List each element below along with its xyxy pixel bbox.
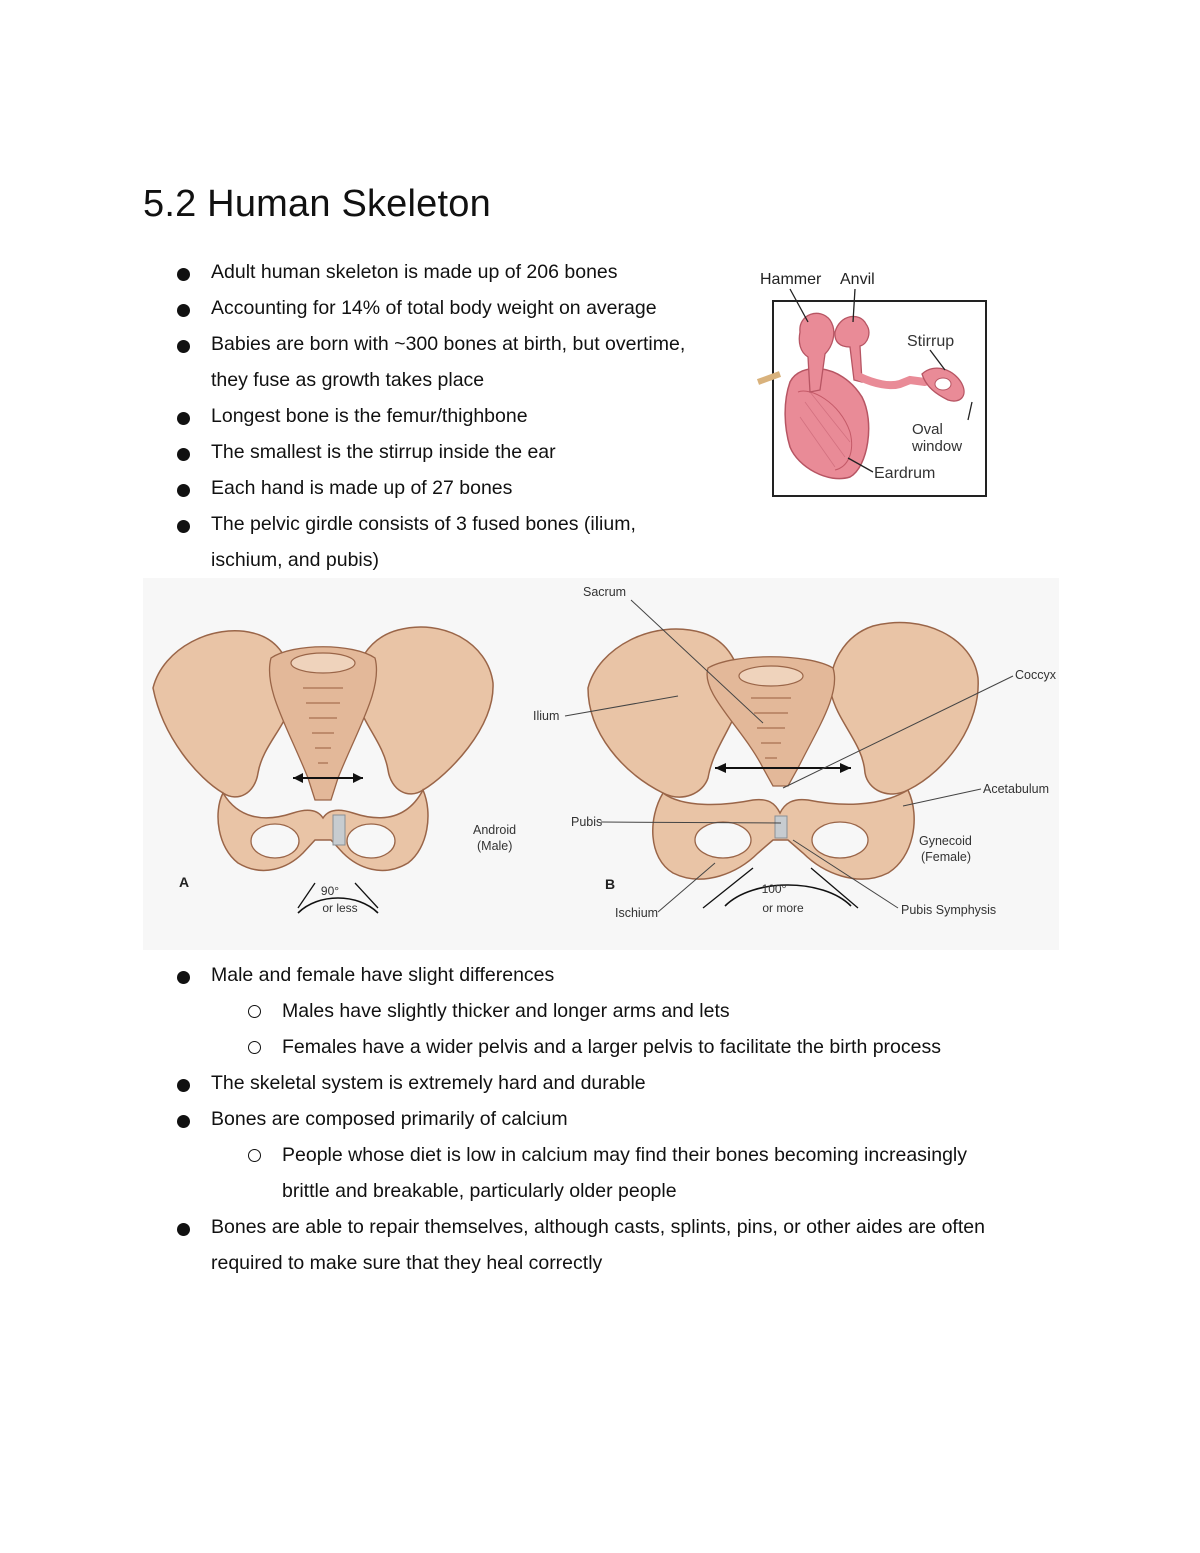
ear-ossicles-figure: Hammer Anvil Stirrup Oval window Eardrum <box>756 271 987 497</box>
bullet-icon <box>177 1115 190 1128</box>
list-item: Bones are composed primarily of calcium <box>143 1101 1063 1137</box>
hollow-bullet-icon <box>248 1041 261 1054</box>
angle-a-line1: 90° <box>321 884 339 898</box>
pubis-leader <box>600 821 782 824</box>
list-item-text: The smallest is the stirrup inside the e… <box>211 441 556 463</box>
bullet-icon <box>177 412 190 425</box>
stirrup-leader <box>929 349 946 371</box>
anvil-shape <box>834 315 870 383</box>
hollow-bullet-icon <box>248 1005 261 1018</box>
page-title: 5.2 Human Skeleton <box>143 183 491 225</box>
list-item-text: Bones are able to repair themselves, alt… <box>211 1216 985 1238</box>
bullet-icon <box>177 268 190 281</box>
list-item: Each hand is made up of 27 bones <box>143 470 703 506</box>
list-item: Accounting for 14% of total body weight … <box>143 290 703 326</box>
acetabulum-leader <box>902 788 982 807</box>
ischium-leader <box>657 862 716 913</box>
acetabulum-label: Acetabulum <box>983 782 1049 796</box>
bullet-list-facts: Adult human skeleton is made up of 206 b… <box>143 254 703 578</box>
pelvis-a-android <box>152 626 494 914</box>
pubis-label: Pubis <box>571 815 602 829</box>
gynecoid-label-1: Gynecoid <box>919 834 972 848</box>
bullet-icon <box>177 1223 190 1236</box>
coccyx-label: Coccyx <box>1015 668 1057 682</box>
bullet-icon <box>177 448 190 461</box>
oval-window-label-2: window <box>911 438 962 455</box>
list-item: Longest bone is the femur/thighbone <box>143 398 703 434</box>
bullet-icon <box>177 520 190 533</box>
eardrum-shape <box>784 367 870 480</box>
ilium-leader <box>564 695 679 717</box>
label-b: B <box>605 876 615 892</box>
list-item-text: Male and female have slight differences <box>211 964 555 986</box>
angle-a-line2: or less <box>322 901 357 915</box>
list-item: Male and female have slight differences <box>143 957 1063 993</box>
pelvis-b-gynecoid <box>587 621 979 909</box>
stirrup-arm <box>856 373 929 390</box>
list-item-text: The pelvic girdle consists of 3 fused bo… <box>211 513 636 571</box>
hammer-shape <box>798 312 835 393</box>
anvil-leader <box>852 288 856 323</box>
pelvis-comparison-figure: A 90° or less Android (Male) <box>143 578 1059 950</box>
label-a: A <box>179 874 189 890</box>
bullet-icon <box>177 971 190 984</box>
stirrup-hole <box>934 377 952 391</box>
list-item: The skeletal system is extremely hard an… <box>143 1065 1063 1101</box>
ischium-label: Ischium <box>615 906 658 920</box>
eardrum-label: Eardrum <box>874 465 935 482</box>
android-label-1: Android <box>473 823 516 837</box>
oval-window-label-1: Oval <box>912 421 943 438</box>
sub-list-item: Males have slightly thicker and longer a… <box>143 993 1063 1029</box>
bullet-list-differences: Male and female have slight differences … <box>143 957 1063 1281</box>
bullet-icon <box>177 304 190 317</box>
hammer-label: Hammer <box>760 271 822 288</box>
pubis-symphysis-leader <box>792 839 899 909</box>
sacrum-leader <box>630 599 764 724</box>
list-item-text: Babies are born with ~300 bones at birth… <box>211 333 686 391</box>
pubis-symphysis-label: Pubis Symphysis <box>901 903 996 917</box>
list-item-text: Longest bone is the femur/thighbone <box>211 405 528 427</box>
hammer-leader <box>789 288 809 323</box>
list-item-text: Adult human skeleton is made up of 206 b… <box>211 261 618 283</box>
ear-canal-stub <box>756 371 782 385</box>
gynecoid-label-2: (Female) <box>921 850 971 864</box>
sub-list-item-text: People whose diet is low in calcium may … <box>282 1144 968 1166</box>
bullet-icon <box>177 484 190 497</box>
sub-list-item: People whose diet is low in calcium may … <box>143 1137 1063 1209</box>
stirrup-label: Stirrup <box>907 333 954 350</box>
anvil-label: Anvil <box>840 271 875 288</box>
android-label-2: (Male) <box>477 839 512 853</box>
list-item: The smallest is the stirrup inside the e… <box>143 434 703 470</box>
list-item-text: Accounting for 14% of total body weight … <box>211 297 657 319</box>
list-item: Babies are born with ~300 bones at birth… <box>143 326 703 398</box>
angle-b-line2: or more <box>762 901 804 915</box>
list-item: Bones are able to repair themselves, alt… <box>143 1209 1063 1281</box>
eardrum-leader <box>847 457 874 473</box>
bullet-icon <box>177 340 190 353</box>
list-item-text: Each hand is made up of 27 bones <box>211 477 513 499</box>
list-item: Adult human skeleton is made up of 206 b… <box>143 254 703 290</box>
sacrum-label: Sacrum <box>583 585 626 599</box>
hollow-bullet-icon <box>248 1149 261 1162</box>
ilium-label: Ilium <box>533 709 559 723</box>
angle-b-line1: 100° <box>762 882 787 896</box>
sub-list-item-text-continued: brittle and breakable, particularly olde… <box>282 1180 677 1202</box>
list-item-text: The skeletal system is extremely hard an… <box>211 1072 646 1094</box>
eardrum-lines <box>799 391 851 468</box>
coccyx-leader <box>782 675 1014 789</box>
bullet-icon <box>177 1079 190 1092</box>
list-item-text: Bones are composed primarily of calcium <box>211 1108 568 1130</box>
eardrum-detail <box>797 390 853 471</box>
sub-list-item: Females have a wider pelvis and a larger… <box>143 1029 1063 1065</box>
list-item: The pelvic girdle consists of 3 fused bo… <box>143 506 703 578</box>
list-item-text-continued: required to make sure that they heal cor… <box>211 1252 603 1274</box>
sub-list-item-text: Males have slightly thicker and longer a… <box>282 1000 730 1022</box>
oval-window-leader <box>967 401 973 421</box>
sub-list-item-text: Females have a wider pelvis and a larger… <box>282 1036 941 1058</box>
